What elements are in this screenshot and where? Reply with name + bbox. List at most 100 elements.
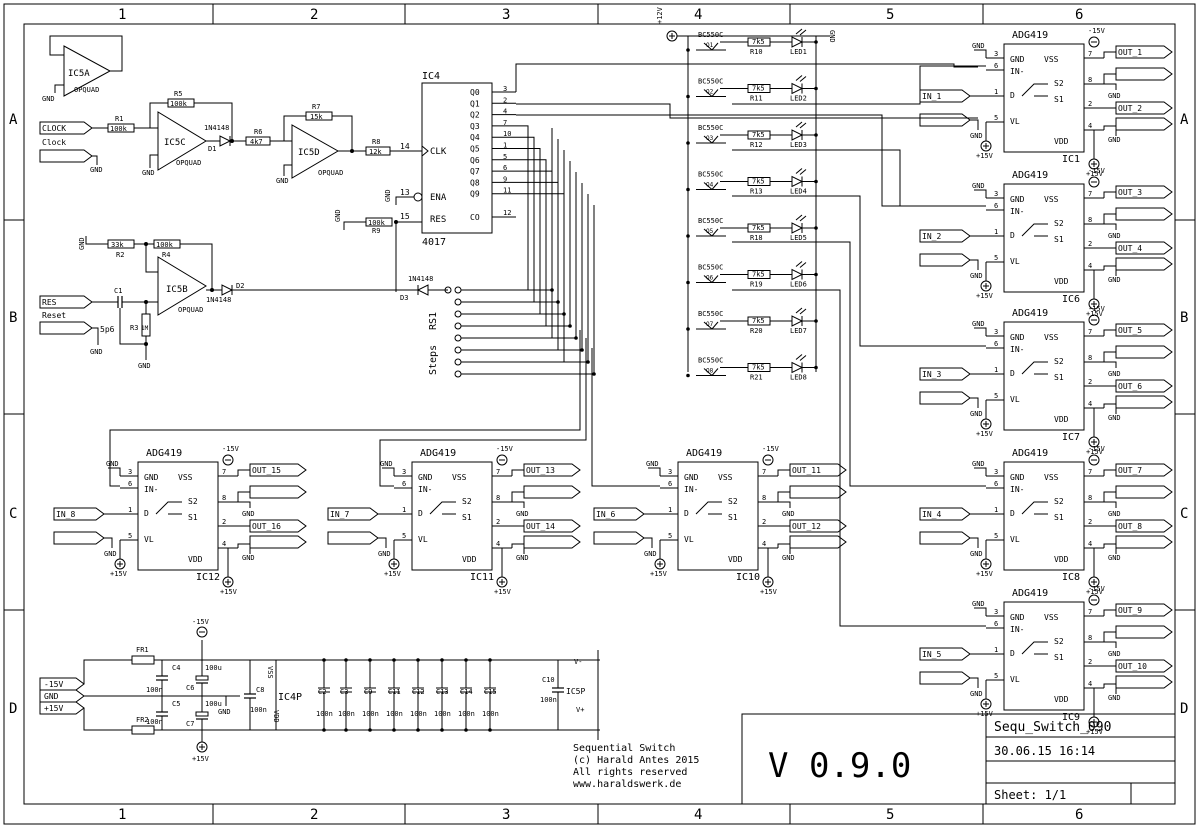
ic-designator: IC9 [1062,712,1080,723]
row-label-left: A [9,112,18,128]
ic4-pin-number: 3 [503,85,507,93]
in-port [919,367,971,381]
drawing-date: 30.06.15 16:14 [994,744,1095,758]
wire [711,135,719,144]
svg-text:100k: 100k [170,100,188,108]
decoupling-cap: C12 [412,688,425,696]
pin-label: S1 [1054,653,1064,662]
junction [580,348,584,352]
pin-label: VDD [1054,277,1069,286]
svg-text:33k: 33k [111,241,124,249]
opamp-ic5c: IC5C OPQUAD R5 100k GND D1 1N4148 R6 4k7 [142,90,292,177]
row-label-right: D [1180,701,1188,717]
wire [108,467,121,476]
in-label: IN_6 [596,510,615,519]
m15-label: -15V [1088,167,1106,175]
rs1-contacts[interactable] [444,128,596,378]
pin-num: 1 [994,88,998,96]
wire [711,42,719,51]
pin-num: 3 [994,190,998,198]
led-symbol [791,82,804,95]
cap-value: 100n [458,710,475,718]
pin-label: IN- [1010,345,1024,354]
p15-label: +15V [976,430,994,438]
wire [516,148,541,314]
wire [516,125,529,290]
wire [777,543,791,554]
pin-num: 1 [128,506,132,514]
rs1-contact[interactable] [454,358,462,366]
wire [799,308,807,315]
in-label: IN_3 [922,370,941,379]
decoupling-cap: C13 [436,688,449,696]
clock-input: CLOCK Clock GND R1 100k [39,115,158,174]
svg-text:GND: GND [90,348,103,356]
rs1-contact[interactable] [454,346,462,354]
in-label: IN_4 [922,510,941,519]
pin-label: VSS [718,473,733,482]
svg-text:C5: C5 [172,700,180,708]
transistor-type: BC550C [698,171,723,179]
pin-label: VL [1010,535,1020,544]
svg-text:RS1: RS1 [428,312,439,330]
ic4-output-pin: Q4 [470,133,480,142]
wire [104,537,113,548]
svg-text:1N4148: 1N4148 [408,275,433,283]
pin-num: 7 [1088,608,1092,616]
in-port [53,507,105,521]
ic4-pin-number: 11 [503,187,511,195]
wire [1103,191,1116,198]
ic4-output-pin: Q5 [470,145,480,154]
row-label-right: B [1180,310,1188,326]
pin-label: IN- [1010,207,1024,216]
wire [511,543,525,554]
svg-text:R5: R5 [174,90,182,98]
gnd-label: GND [1108,92,1121,100]
adg419-part: ADG419 [420,448,456,459]
rs1-contact[interactable] [454,322,462,330]
svg-text:5p6: 5p6 [100,325,115,334]
m15-symbol [1088,36,1100,48]
svg-text:GND: GND [42,95,55,103]
pin-num: 3 [402,468,406,476]
out-port [1115,101,1173,115]
out-label: OUT_11 [792,466,821,475]
wire [795,261,803,267]
p15-label: +15V [976,570,994,578]
wire [1104,361,1117,368]
wire [795,214,803,221]
svg-text:GND: GND [142,169,155,177]
pin-num: 6 [994,202,998,210]
pin-num: 5 [994,672,998,680]
rs1-contact[interactable] [454,370,462,378]
wire [1103,403,1117,414]
wire [799,262,807,268]
wire [237,491,250,502]
out-port [523,463,581,477]
rs1-contact[interactable] [454,286,462,294]
pin-num: 8 [1088,494,1092,502]
rs1-common[interactable] [444,286,452,294]
svg-text:GND: GND [828,30,836,43]
svg-text:15k: 15k [310,113,323,121]
rs1-contact[interactable] [454,310,462,318]
pin-label: GND [418,473,433,482]
out-port [1115,345,1173,359]
pin-num: 2 [762,518,766,526]
m15-symbol [1088,594,1100,606]
led-symbol [791,129,804,141]
gnd-port [39,689,85,703]
out-port [523,519,581,533]
rs1-contact[interactable] [454,298,462,306]
pin-label: S1 [188,513,198,522]
transistor-type: BC550C [698,357,723,365]
out-port [249,485,307,499]
rs1-contact[interactable] [454,334,462,342]
junction [440,728,444,732]
pin-num: 6 [668,480,672,488]
svg-text:13: 13 [400,188,410,197]
in-label: IN_7 [330,510,349,519]
led-name: LED8 [790,374,807,382]
col-label-bottom: 1 [118,807,126,823]
adg419-body [1003,321,1085,431]
